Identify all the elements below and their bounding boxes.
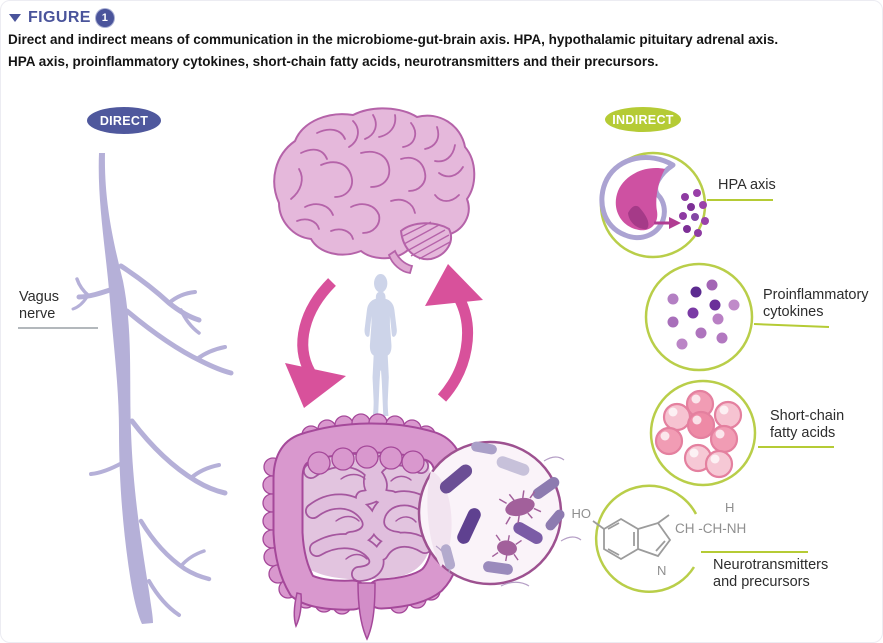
cytokines-label-line <box>753 323 830 328</box>
neurotransmitters-label: Neurotransmitters and precursors <box>713 557 829 590</box>
vagus-nerve-label: Vagus nerve <box>19 289 60 322</box>
collapse-triangle-icon <box>9 14 21 22</box>
side-chain-label: CH -CH-NH <box>675 521 746 536</box>
appendix <box>293 592 302 628</box>
gut-microbiome-magnified <box>417 440 582 587</box>
brain-to-gut-arrow <box>285 278 346 408</box>
figure-header[interactable]: FIGURE 1 <box>9 9 114 27</box>
brain-illustration <box>273 107 476 274</box>
intestines-illustration <box>262 413 473 641</box>
hpa-axis-label: HPA axis <box>718 177 776 193</box>
fatty-acid-spheres-icon <box>649 379 757 487</box>
bacteria-bugs <box>491 490 542 562</box>
gut-to-brain-arrow <box>425 264 483 402</box>
rectum <box>357 582 376 641</box>
bacteria-rods <box>439 441 565 575</box>
pituitary-gland-icon <box>599 151 709 259</box>
nitrogen-label: N <box>657 563 666 578</box>
serotonin-structure-icon: HO H CH -CH-NH N <box>572 484 746 594</box>
indirect-badge: INDIRECT <box>605 107 681 132</box>
cytokine-dots-icon <box>644 262 754 372</box>
hormone-dots <box>679 189 709 237</box>
direct-badge: DIRECT <box>87 107 161 134</box>
proinflammatory-cytokines-label: Proinflammatory cytokines <box>763 287 869 320</box>
short-chain-fatty-acids-label: Short-chain fatty acids <box>770 408 845 441</box>
figure-number-badge: 1 <box>95 9 114 27</box>
caption-line-1: Direct and indirect means of communicati… <box>8 32 779 47</box>
hydrogen-label: H <box>725 500 734 515</box>
caption-line-2: HPA axis, proinflammatory cytokines, sho… <box>8 54 659 69</box>
hydroxyl-label: HO <box>572 506 592 521</box>
vagus-nerve-illustration <box>71 153 234 624</box>
figure-label: FIGURE <box>28 9 91 26</box>
human-silhouette <box>364 274 397 416</box>
